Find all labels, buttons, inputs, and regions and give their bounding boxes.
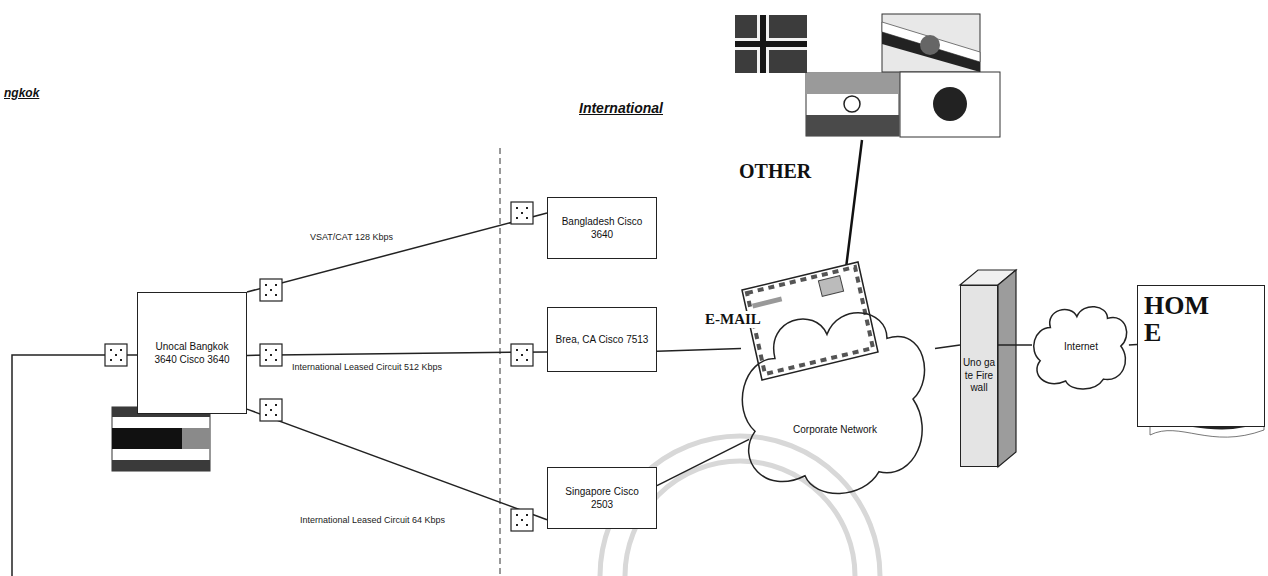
modem-led: [275, 294, 277, 296]
modem-led: [521, 519, 523, 521]
modem-symbol: [260, 279, 282, 301]
modem-symbol: [511, 344, 533, 366]
thai-flag: [112, 407, 210, 471]
modem-led: [270, 354, 272, 356]
modem-led: [115, 354, 117, 356]
node-text: Bangladesh Cisco 3640: [554, 215, 650, 242]
other-leader-line: [846, 140, 862, 268]
connector-line: [935, 345, 960, 348]
modem-led: [275, 349, 277, 351]
modem-led: [526, 207, 528, 209]
modem-led: [521, 212, 523, 214]
modem-led: [526, 359, 528, 361]
modem-led: [516, 207, 518, 209]
boundary-dashed-line: [500, 148, 501, 576]
modem-led: [521, 354, 523, 356]
site-heading: ngkok: [2, 86, 41, 100]
modem-led: [275, 404, 277, 406]
modem-led: [120, 349, 122, 351]
modem-symbol: [260, 344, 282, 366]
modem-led: [265, 349, 267, 351]
node-text: Uno gate Fire wall: [962, 357, 996, 395]
connector-line: [247, 352, 547, 356]
modem-body: [260, 399, 282, 421]
service-label: E-MAIL: [703, 311, 763, 328]
modem-symbol: [511, 202, 533, 224]
connector-line: [657, 349, 741, 352]
modem-led: [526, 514, 528, 516]
connector-line: [247, 213, 547, 292]
modem-led: [516, 514, 518, 516]
cloud-outline: [735, 298, 935, 500]
node-text: Unocal Bangkok 3640 Cisco 3640: [144, 340, 240, 367]
modem-led: [275, 414, 277, 416]
modem-led: [110, 359, 112, 361]
modem-led: [265, 294, 267, 296]
node-text: Internet: [1064, 341, 1098, 352]
modem-body: [105, 344, 127, 366]
node-text: Singapore Cisco 2503: [554, 485, 650, 512]
modem-led: [275, 284, 277, 286]
modem-symbol: [511, 509, 533, 531]
router-box: Bangladesh Cisco 3640: [547, 197, 657, 259]
modem-led: [110, 349, 112, 351]
network-cloud: Internet: [1030, 300, 1132, 392]
region-heading: International: [577, 100, 665, 116]
connector-line: [998, 344, 1032, 346]
modem-led: [265, 284, 267, 286]
modem-led: [265, 414, 267, 416]
modem-led: [526, 217, 528, 219]
connector-line: [657, 439, 749, 485]
modem-led: [526, 524, 528, 526]
node-text: Brea, CA Cisco 7513: [556, 333, 649, 347]
modem-led: [265, 359, 267, 361]
cloud-shape: [1034, 307, 1127, 389]
firewall-box: Uno gate Fire wall: [960, 285, 998, 467]
modem-led: [516, 217, 518, 219]
network-cloud: Corporate Network: [735, 298, 935, 500]
router-box: Brea, CA Cisco 7513: [547, 307, 657, 372]
modem-led: [275, 359, 277, 361]
modem-body: [511, 509, 533, 531]
modem-led: [265, 404, 267, 406]
node-text: HOME: [1144, 292, 1216, 347]
link-label: International Leased Circuit 64 Kbps: [298, 515, 447, 525]
link-label: International Leased Circuit 512 Kbps: [290, 362, 444, 372]
modem-led: [270, 289, 272, 291]
link-label: VSAT/CAT 128 Kbps: [308, 232, 395, 242]
router-box: Singapore Cisco 2503: [547, 467, 657, 529]
group-label: OTHER: [737, 160, 813, 183]
modem-body: [260, 279, 282, 301]
modem-led: [516, 524, 518, 526]
modem-led: [516, 349, 518, 351]
modem-led: [120, 359, 122, 361]
modem-led: [270, 409, 272, 411]
norway-flag: [735, 15, 807, 73]
brunei-flag: [882, 14, 980, 72]
modem-symbol: [105, 344, 127, 366]
modem-led: [516, 359, 518, 361]
connector-line: [247, 409, 547, 520]
connector-line: [1129, 344, 1137, 346]
modem-body: [511, 344, 533, 366]
japan-flag: [900, 72, 1000, 137]
modem-symbol: [260, 399, 282, 421]
home-box: HOME: [1137, 285, 1265, 427]
firewall-depth: [960, 270, 1016, 467]
modem-body: [260, 344, 282, 366]
modem-body: [511, 202, 533, 224]
router-box: Unocal Bangkok 3640 Cisco 3640: [137, 292, 247, 414]
node-text: Corporate Network: [793, 424, 877, 435]
cloud-shape: [742, 313, 924, 494]
india-flag: [806, 73, 899, 136]
modem-led: [526, 349, 528, 351]
